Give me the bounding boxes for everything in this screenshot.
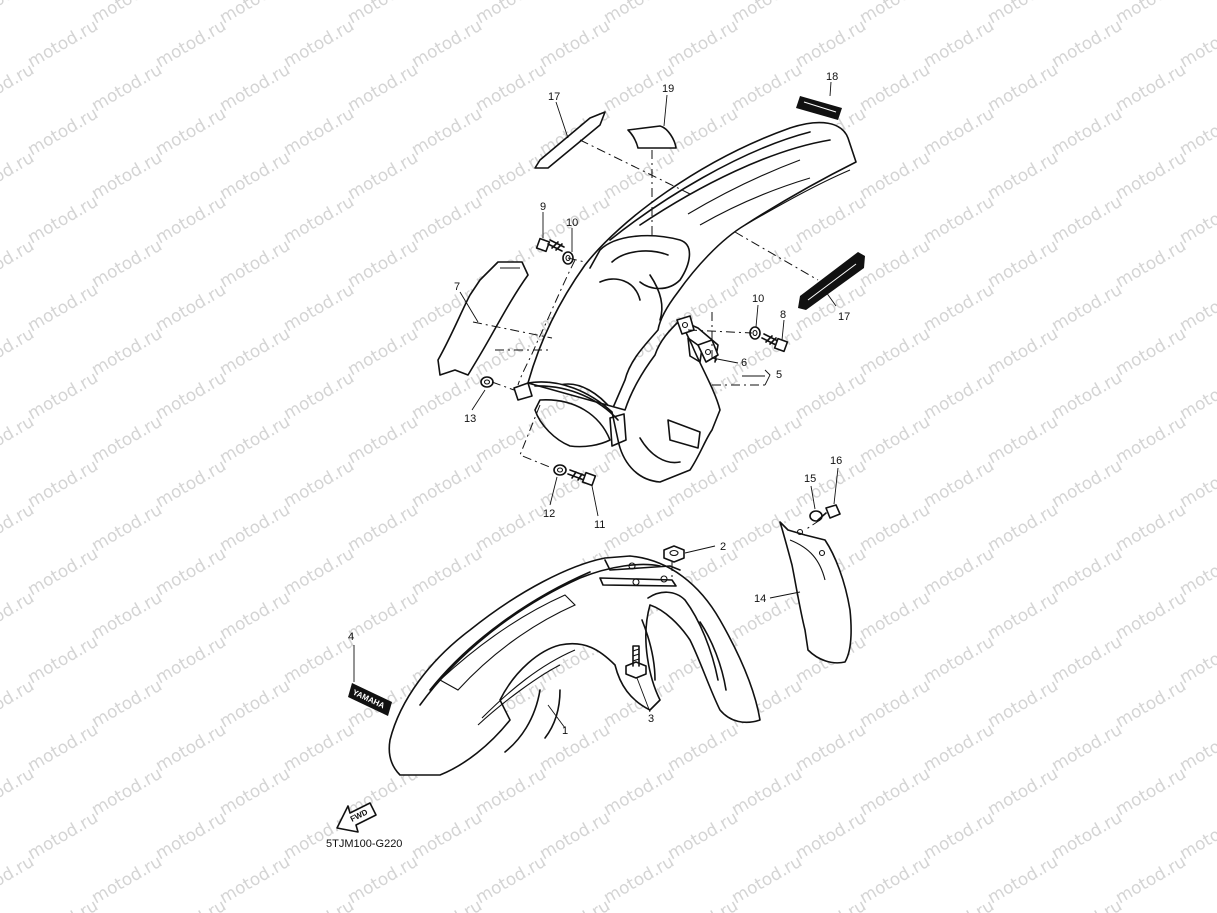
callout-4: 4: [348, 631, 354, 643]
callout-5: 5: [776, 369, 782, 381]
decal-top: [627, 125, 677, 149]
callout-3: 3: [648, 713, 654, 725]
washer-15: [809, 510, 823, 522]
leader-lines: [353, 81, 839, 729]
callout-7: 7: [454, 281, 460, 293]
decal-strip-left: [534, 111, 606, 169]
front-fender: [388, 555, 761, 776]
washer-10-right: [749, 326, 761, 340]
washer-12: [553, 464, 567, 476]
decal-yamaha-rear: [796, 96, 842, 120]
callout-14: 14: [754, 593, 766, 605]
rear-fender: [527, 121, 857, 411]
collar-small-left: [513, 382, 533, 401]
callout-8: 8: [780, 309, 786, 321]
washer-13: [480, 376, 494, 388]
callout-9: 9: [540, 201, 546, 213]
callout-18: 18: [826, 71, 838, 83]
bolt-11: [567, 469, 597, 487]
nut-2: [663, 545, 685, 563]
bolt-8: [761, 333, 789, 353]
callout-17-left: 17: [548, 91, 560, 103]
callout-labels: 18 19 17 9 10 10 8 6 5 17 7 13 12 11 2 3…: [348, 71, 850, 737]
collar-6: [697, 339, 719, 363]
bolt-16: [817, 504, 841, 521]
callout-10-left: 10: [566, 217, 578, 229]
callout-12: 12: [543, 508, 555, 520]
alignment-lines-upper: [472, 139, 819, 469]
callout-11: 11: [594, 519, 605, 531]
bolt-9: [535, 237, 565, 253]
callout-1: 1: [562, 725, 568, 737]
fwd-arrow: FWD: [336, 802, 377, 833]
callout-19: 19: [662, 83, 674, 95]
decal-strip-right: [798, 252, 865, 310]
bolt-3: [625, 645, 647, 679]
mud-flap: [779, 521, 852, 664]
callout-10-right: 10: [752, 293, 764, 305]
callout-2: 2: [720, 541, 726, 553]
callout-16: 16: [830, 455, 842, 467]
callout-13: 13: [464, 413, 476, 425]
callout-17-right: 17: [838, 311, 850, 323]
callout-6: 6: [741, 357, 747, 369]
side-plate: [437, 261, 529, 376]
decal-yamaha-front: YAMAHA: [348, 683, 392, 716]
callout-15: 15: [804, 473, 816, 485]
alignment-lines-lower: [671, 519, 821, 578]
diagram-code: 5TJM100-G220: [326, 838, 402, 850]
